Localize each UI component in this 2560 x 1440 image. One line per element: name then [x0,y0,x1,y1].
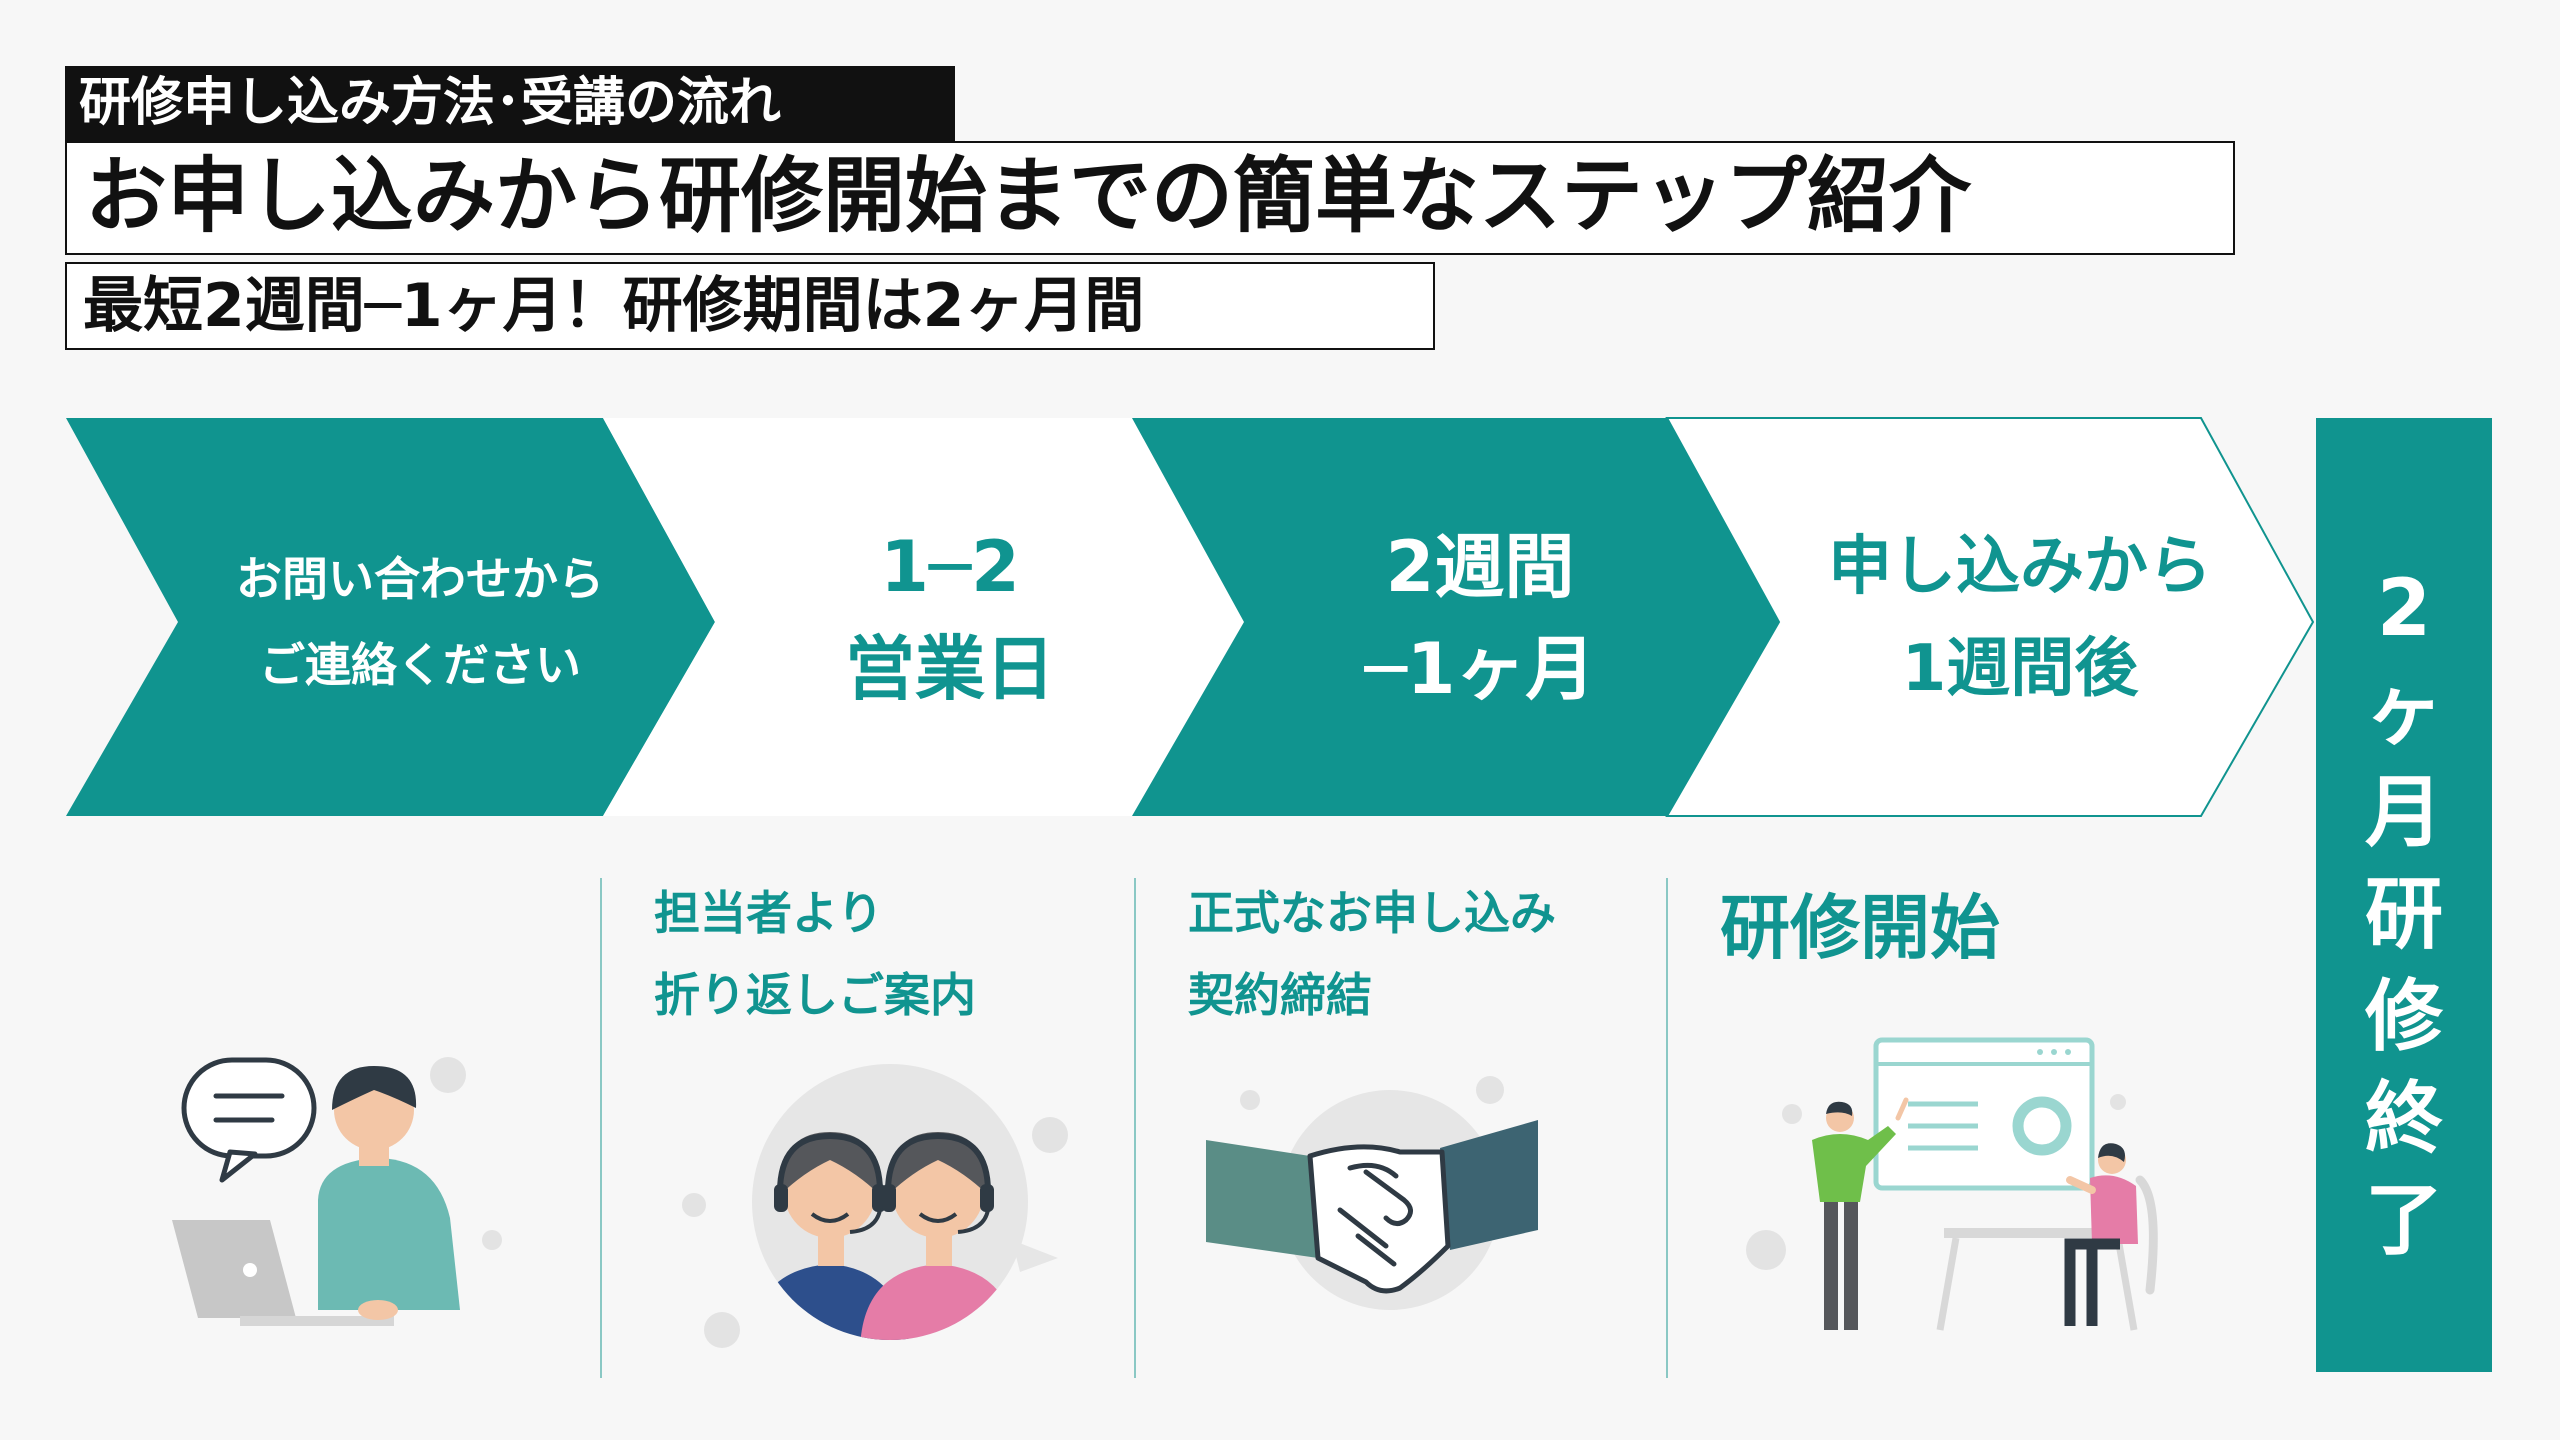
column-divider [1134,878,1136,1378]
handshake-icon [1206,1120,1538,1294]
final-completion-text: 2 ヶ 月 研 修 終 了 [2364,564,2443,1266]
step-3-text: 2週間─1ヶ月 [1364,526,1596,710]
page-title: お申し込みから研修開始までの簡単なステップ紹介 [65,141,2235,255]
operators-illustration [682,1064,1068,1348]
step-4-chevron [1665,417,2315,817]
laptop-icon [172,1220,394,1326]
headset-icon [882,1132,994,1234]
person-laptop-illustration [172,1057,502,1326]
presentation-illustration [1746,1037,2158,1331]
presentation-screen-icon [1873,1037,2095,1191]
column-divider [1666,878,1668,1378]
final-completion-box: 2 ヶ 月 研 修 終 了 [2316,418,2492,1372]
section-label: 研修申し込み方法･受講の流れ [65,66,955,141]
step-4-caption: 研修開始 [1720,887,2000,969]
speech-bubble-icon [181,1057,317,1183]
step-2-caption: 担当者より折り返しご案内 [654,886,976,1022]
page-subtitle: 最短2週間─1ヶ月！研修期間は2ヶ月間 [65,262,1435,350]
table-icon [1936,1228,2138,1331]
step-1-text: お問い合わせからご連絡ください [236,552,604,692]
column-divider [600,878,602,1378]
step-3-chevron [1132,418,1779,816]
handshake-illustration [1206,1076,1538,1310]
step-3-caption: 正式なお申し込み契約締結 [1188,886,1556,1022]
step-1-chevron [66,418,715,816]
step-2-chevron [603,418,1244,816]
